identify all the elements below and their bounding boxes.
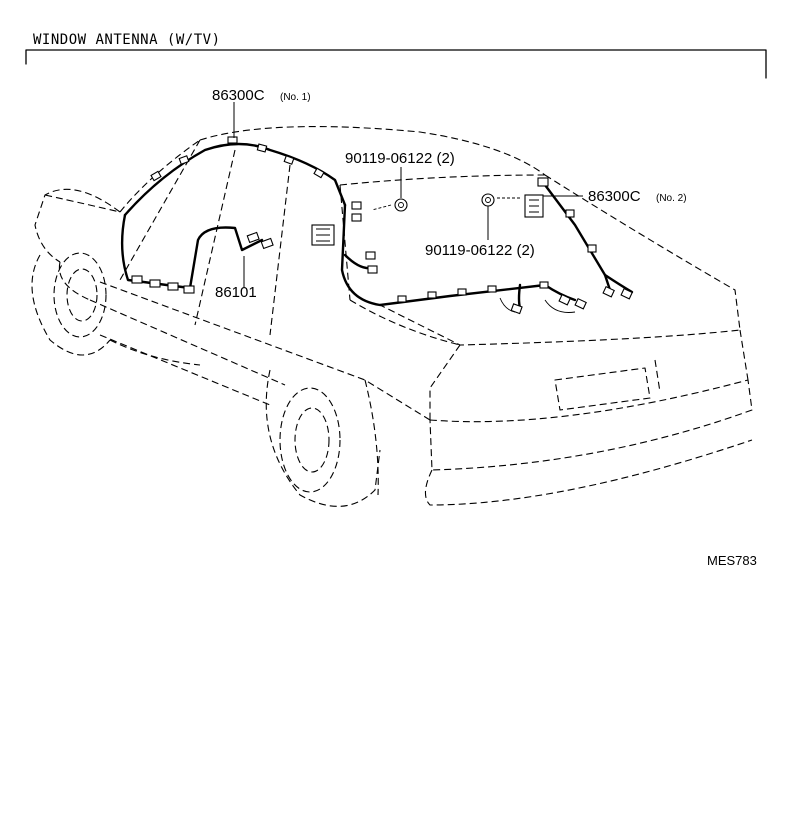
callout-screw-upper: 90119-06122 (2) [345,150,455,167]
callout-cord: 86101 [215,284,257,301]
part-number-label: 90119-06122 (2) [345,150,455,167]
leader-lines [233,102,583,288]
part-note-label: (No. 1) [280,92,311,103]
screw-lower [481,193,522,207]
part-number-label: 86300C [212,87,265,104]
callout-screw-lower: 90119-06122 (2) [425,242,535,259]
part-number-label: 86300C [588,188,641,205]
diagram-title: WINDOW ANTENNA (W/TV) [33,32,221,48]
callout-antenna-no2: 86300C (No. 2) [588,188,687,205]
wire-connectors [131,136,633,315]
figure-code: MES783 [707,553,757,568]
antenna-wiring [120,142,634,313]
callout-antenna-no1: 86300C (No. 1) [212,87,311,104]
part-note-label: (No. 2) [656,193,687,204]
part-number-label: 86101 [215,284,257,301]
screw-upper [371,198,408,212]
part-number-label: 90119-06122 (2) [425,242,535,259]
header-frame [25,49,767,79]
car-body-outline [31,126,753,507]
